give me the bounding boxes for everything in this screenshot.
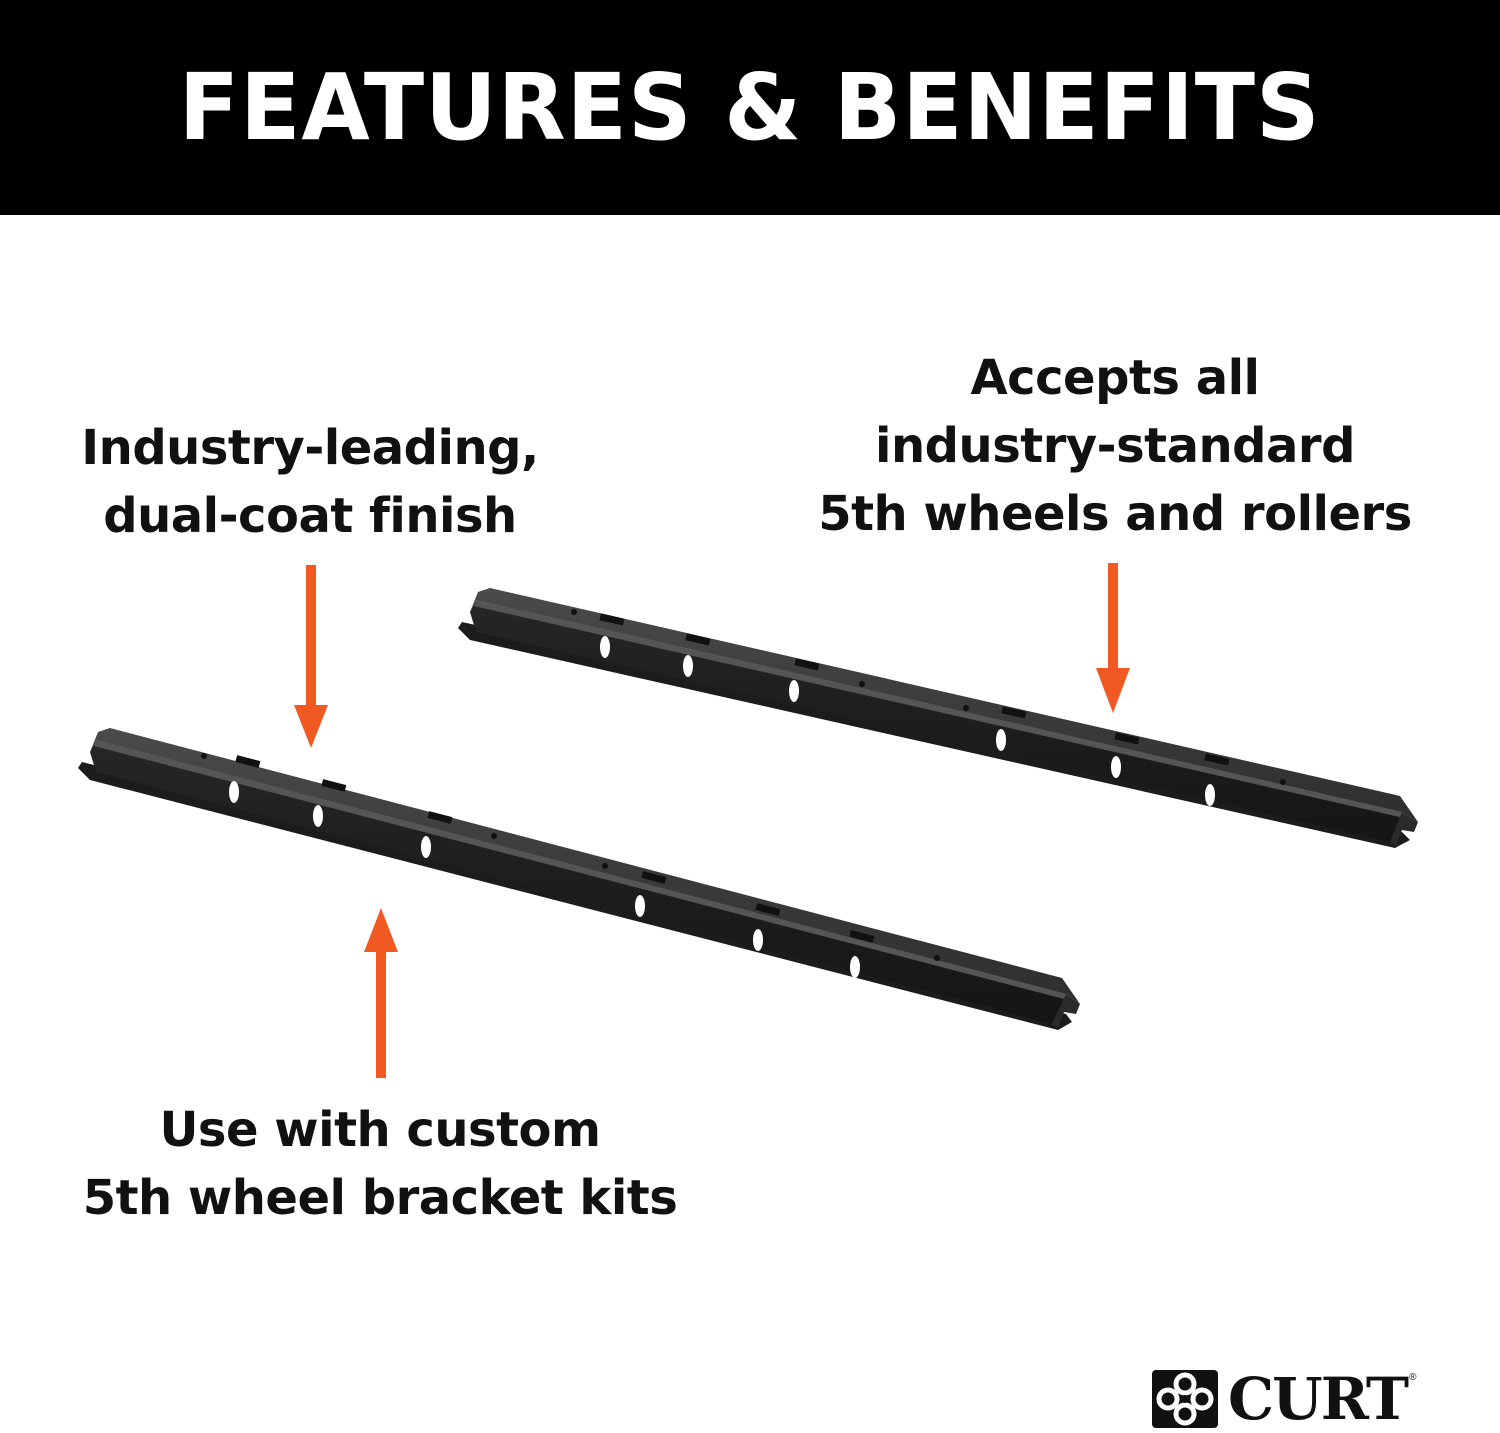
callout-bracket-kits: Use with custom 5th wheel bracket kits bbox=[50, 1096, 710, 1232]
callout-compatibility: Accepts all industry-standard 5th wheels… bbox=[780, 344, 1450, 548]
brand-name: CURT bbox=[1228, 1365, 1409, 1433]
front-rail bbox=[78, 728, 1080, 1030]
callout-line: industry-standard bbox=[875, 418, 1355, 474]
registered-mark: ® bbox=[1409, 1372, 1417, 1383]
arrow-down-icon bbox=[1096, 563, 1130, 713]
arrow-up-icon bbox=[364, 908, 398, 1078]
arrow-down-icon bbox=[294, 565, 328, 748]
callout-line: Industry-leading, bbox=[81, 420, 539, 476]
callout-line: dual-coat finish bbox=[103, 488, 517, 544]
callout-line: Accepts all bbox=[970, 350, 1261, 406]
header-banner: FEATURES & BENEFITS bbox=[0, 0, 1500, 215]
brand-logo: CURT ® bbox=[1152, 1370, 1416, 1428]
callout-finish: Industry-leading, dual-coat finish bbox=[40, 414, 580, 550]
page-title: FEATURES & BENEFITS bbox=[179, 54, 1321, 161]
callout-line: 5th wheels and rollers bbox=[818, 486, 1412, 542]
callout-line: Use with custom bbox=[159, 1102, 601, 1158]
curt-emblem-icon bbox=[1152, 1370, 1218, 1428]
callout-line: 5th wheel bracket kits bbox=[82, 1170, 678, 1226]
rear-rail bbox=[458, 588, 1418, 848]
